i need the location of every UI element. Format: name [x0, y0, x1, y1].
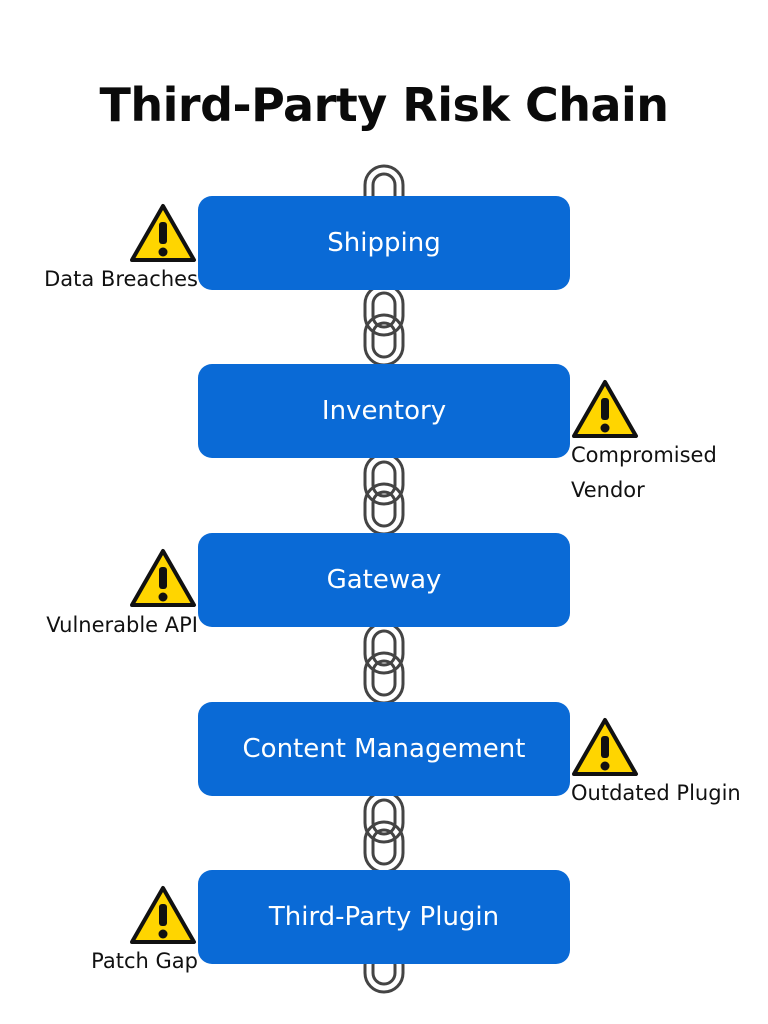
chain-block-content-management: Content Management: [198, 702, 570, 796]
diagram-title: Third-Party Risk Chain: [99, 78, 669, 132]
warning-icon: [130, 549, 196, 607]
risk-label-outdated-plugin: Outdated Plugin: [571, 781, 741, 805]
warning-icon: [130, 886, 196, 944]
chain-link-icon: [363, 452, 405, 536]
chain-block-inventory: Inventory: [198, 364, 570, 458]
risk-label-data-breaches: Data Breaches: [44, 267, 198, 291]
warning-icon: [572, 380, 638, 438]
chain-link-icon: [363, 790, 405, 874]
chain-link-icon: [363, 283, 405, 367]
risk-label-vulnerable-api: Vulnerable API: [46, 613, 198, 637]
chain-block-gateway: Gateway: [198, 533, 570, 627]
chain-link-icon: [363, 621, 405, 705]
risk-label-patch-gap: Patch Gap: [91, 949, 198, 973]
chain-block-shipping: Shipping: [198, 196, 570, 290]
warning-icon: [572, 718, 638, 776]
chain-block-third-party-plugin: Third-Party Plugin: [198, 870, 570, 964]
risk-label-compromised-vendor: Compromised Vendor: [571, 443, 717, 502]
warning-icon: [130, 204, 196, 262]
